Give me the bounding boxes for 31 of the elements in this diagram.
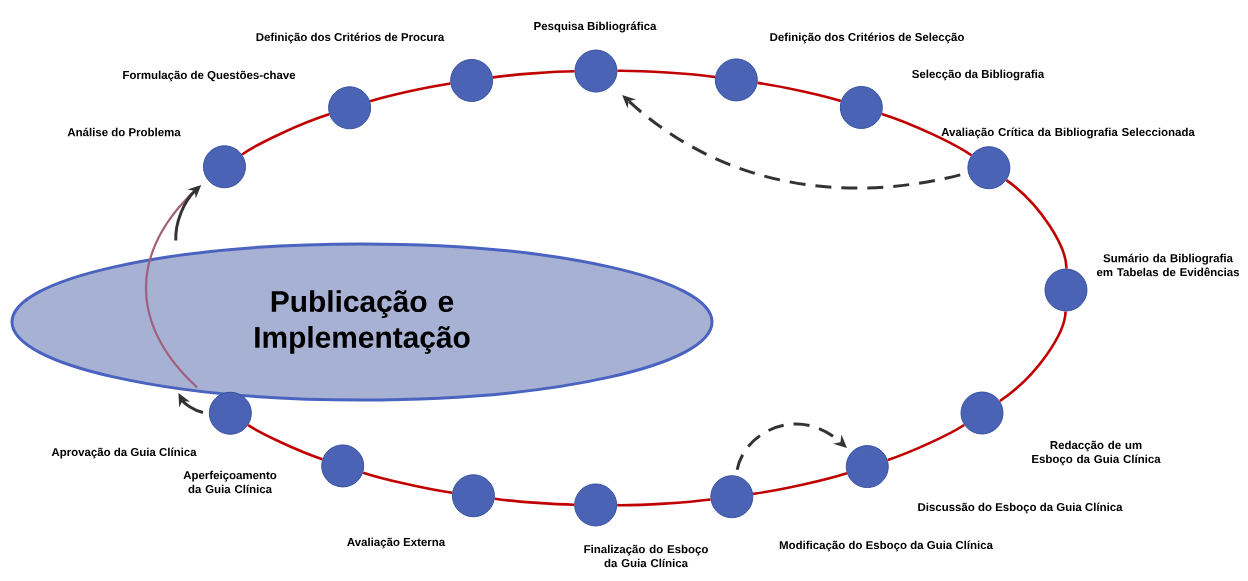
ring-line bbox=[752, 472, 848, 496]
step-label: Sumário da Bibliografia em Tabelas de Evidências bbox=[1096, 253, 1240, 277]
step-label: Redacção de um Esboço da Guia Clínica bbox=[1032, 440, 1161, 466]
step-label: Pesquisa Bibliográfica bbox=[534, 21, 657, 33]
ring-line bbox=[369, 82, 451, 103]
ring-line bbox=[617, 69, 716, 79]
step-label: Definição dos Critérios de Procura bbox=[256, 32, 445, 44]
ring-line bbox=[999, 311, 1067, 403]
ring-line bbox=[241, 113, 330, 156]
step-label: Finalização do Esboço da Guia Clínica bbox=[584, 544, 708, 568]
step-label: Modificação do Esboço da Guia Clínica bbox=[779, 540, 994, 552]
step-label: Formulação de Questões-chave bbox=[123, 70, 296, 82]
step-label: Aperfeiçoamento da Guia Clínica bbox=[183, 470, 277, 494]
ring-line bbox=[887, 423, 965, 462]
ring-line bbox=[247, 424, 323, 461]
arrow bbox=[622, 95, 961, 190]
step-label: Aprovação da Guia Clínica bbox=[51, 447, 197, 459]
ring-line bbox=[617, 498, 711, 507]
ring-line bbox=[494, 497, 575, 506]
step-label: Avaliação Crítica da Bibliografia Seleccionada bbox=[941, 127, 1195, 139]
ring-line bbox=[492, 69, 575, 79]
ring-line bbox=[757, 81, 842, 103]
ring-line bbox=[1005, 179, 1068, 269]
step-label: Discussão do Esboço da Guia Clínica bbox=[918, 502, 1123, 514]
step-label: Definição dos Critérios de Selecção bbox=[770, 32, 964, 44]
ring-line bbox=[362, 471, 453, 495]
step-label: Avaliação Externa bbox=[347, 537, 446, 549]
arrow bbox=[735, 422, 847, 471]
ring-line bbox=[881, 112, 973, 157]
step-label: Selecção da Bibliografia bbox=[912, 69, 1045, 81]
step-label: Análise do Problema bbox=[67, 127, 181, 137]
